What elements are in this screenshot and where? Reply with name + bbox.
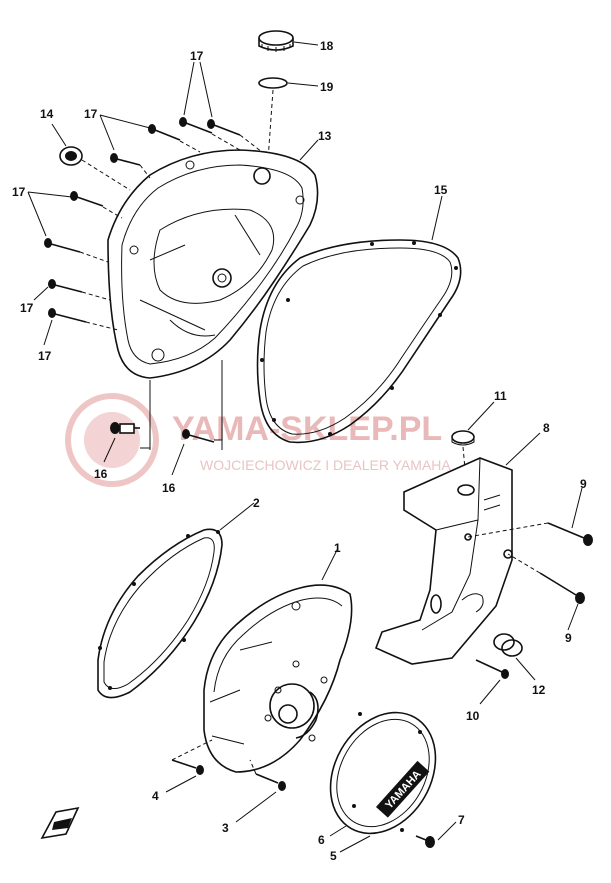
bolt — [179, 117, 213, 134]
cover-gasket — [97, 502, 255, 699]
front-arrow-icon — [40, 806, 80, 840]
callout-label: 5 — [330, 849, 337, 863]
callout-label: 9 — [565, 631, 572, 645]
damper-rubber — [493, 633, 536, 681]
bolt — [182, 429, 215, 443]
bolt — [110, 422, 140, 434]
cover-bolts-lower — [165, 739, 286, 823]
bolt — [539, 572, 585, 604]
callout-label: 17 — [38, 349, 52, 363]
callout-label: 8 — [543, 421, 550, 435]
bolt — [44, 238, 81, 253]
callout-label: 7 — [458, 813, 465, 827]
cover-plate-screw — [415, 821, 457, 848]
bolt — [70, 191, 104, 207]
oil-level-window — [51, 123, 131, 191]
oil-filler-cap — [258, 30, 319, 52]
callout-label: 14 — [40, 107, 54, 121]
callout-label: 3 — [222, 821, 229, 835]
bolt — [148, 124, 181, 141]
cover-bolts — [27, 61, 263, 346]
crankcase-cover-left — [203, 547, 353, 773]
bracket-bolt-small — [475, 659, 509, 705]
callout-labels: 1 2 3 4 5 6 7 8 9 9 10 11 12 13 14 15 16… — [12, 39, 587, 863]
bolt — [48, 279, 83, 293]
callout-label: 16 — [94, 467, 108, 481]
callout-label: 16 — [162, 481, 176, 495]
o-ring — [258, 77, 319, 89]
callout-label: 2 — [253, 496, 260, 510]
bracket-bolts — [467, 487, 593, 631]
callout-label: 4 — [152, 789, 159, 803]
callout-label: 19 — [320, 80, 334, 94]
watermark-logo-core — [84, 412, 140, 468]
dowel-bolts — [103, 360, 223, 476]
bolt — [255, 773, 286, 791]
callout-label: 10 — [466, 709, 480, 723]
callout-label: 18 — [320, 39, 334, 53]
watermark: YAMA-SKLEP.PL WOJCIECHOWICZ I DEALER YAM… — [65, 393, 451, 487]
bolt — [110, 153, 141, 166]
cover-plug — [451, 401, 495, 481]
cover-plate: YAMAHA — [329, 711, 437, 853]
callout-label: 17 — [84, 107, 98, 121]
bolt — [207, 119, 241, 136]
callout-label: 6 — [318, 833, 325, 847]
callout-label: 17 — [20, 301, 34, 315]
callout-label: 12 — [532, 683, 546, 697]
watermark-subtitle: WOJCIECHOWICZ I DEALER YAMAHA — [200, 457, 451, 473]
crankcase-cover — [107, 139, 319, 379]
callout-label: 1 — [334, 541, 341, 555]
callout-label: 15 — [434, 183, 448, 197]
bolt — [547, 522, 593, 546]
crankcase-gasket — [256, 195, 462, 444]
bolt — [171, 759, 204, 775]
callout-label: 9 — [580, 477, 587, 491]
watermark-logo-ring — [65, 393, 159, 487]
bracket — [374, 432, 541, 665]
callout-label: 13 — [318, 129, 332, 143]
callout-label: 11 — [494, 389, 507, 403]
bolt — [48, 308, 87, 323]
callout-label: 17 — [190, 49, 204, 63]
callout-label: 17 — [12, 185, 26, 199]
